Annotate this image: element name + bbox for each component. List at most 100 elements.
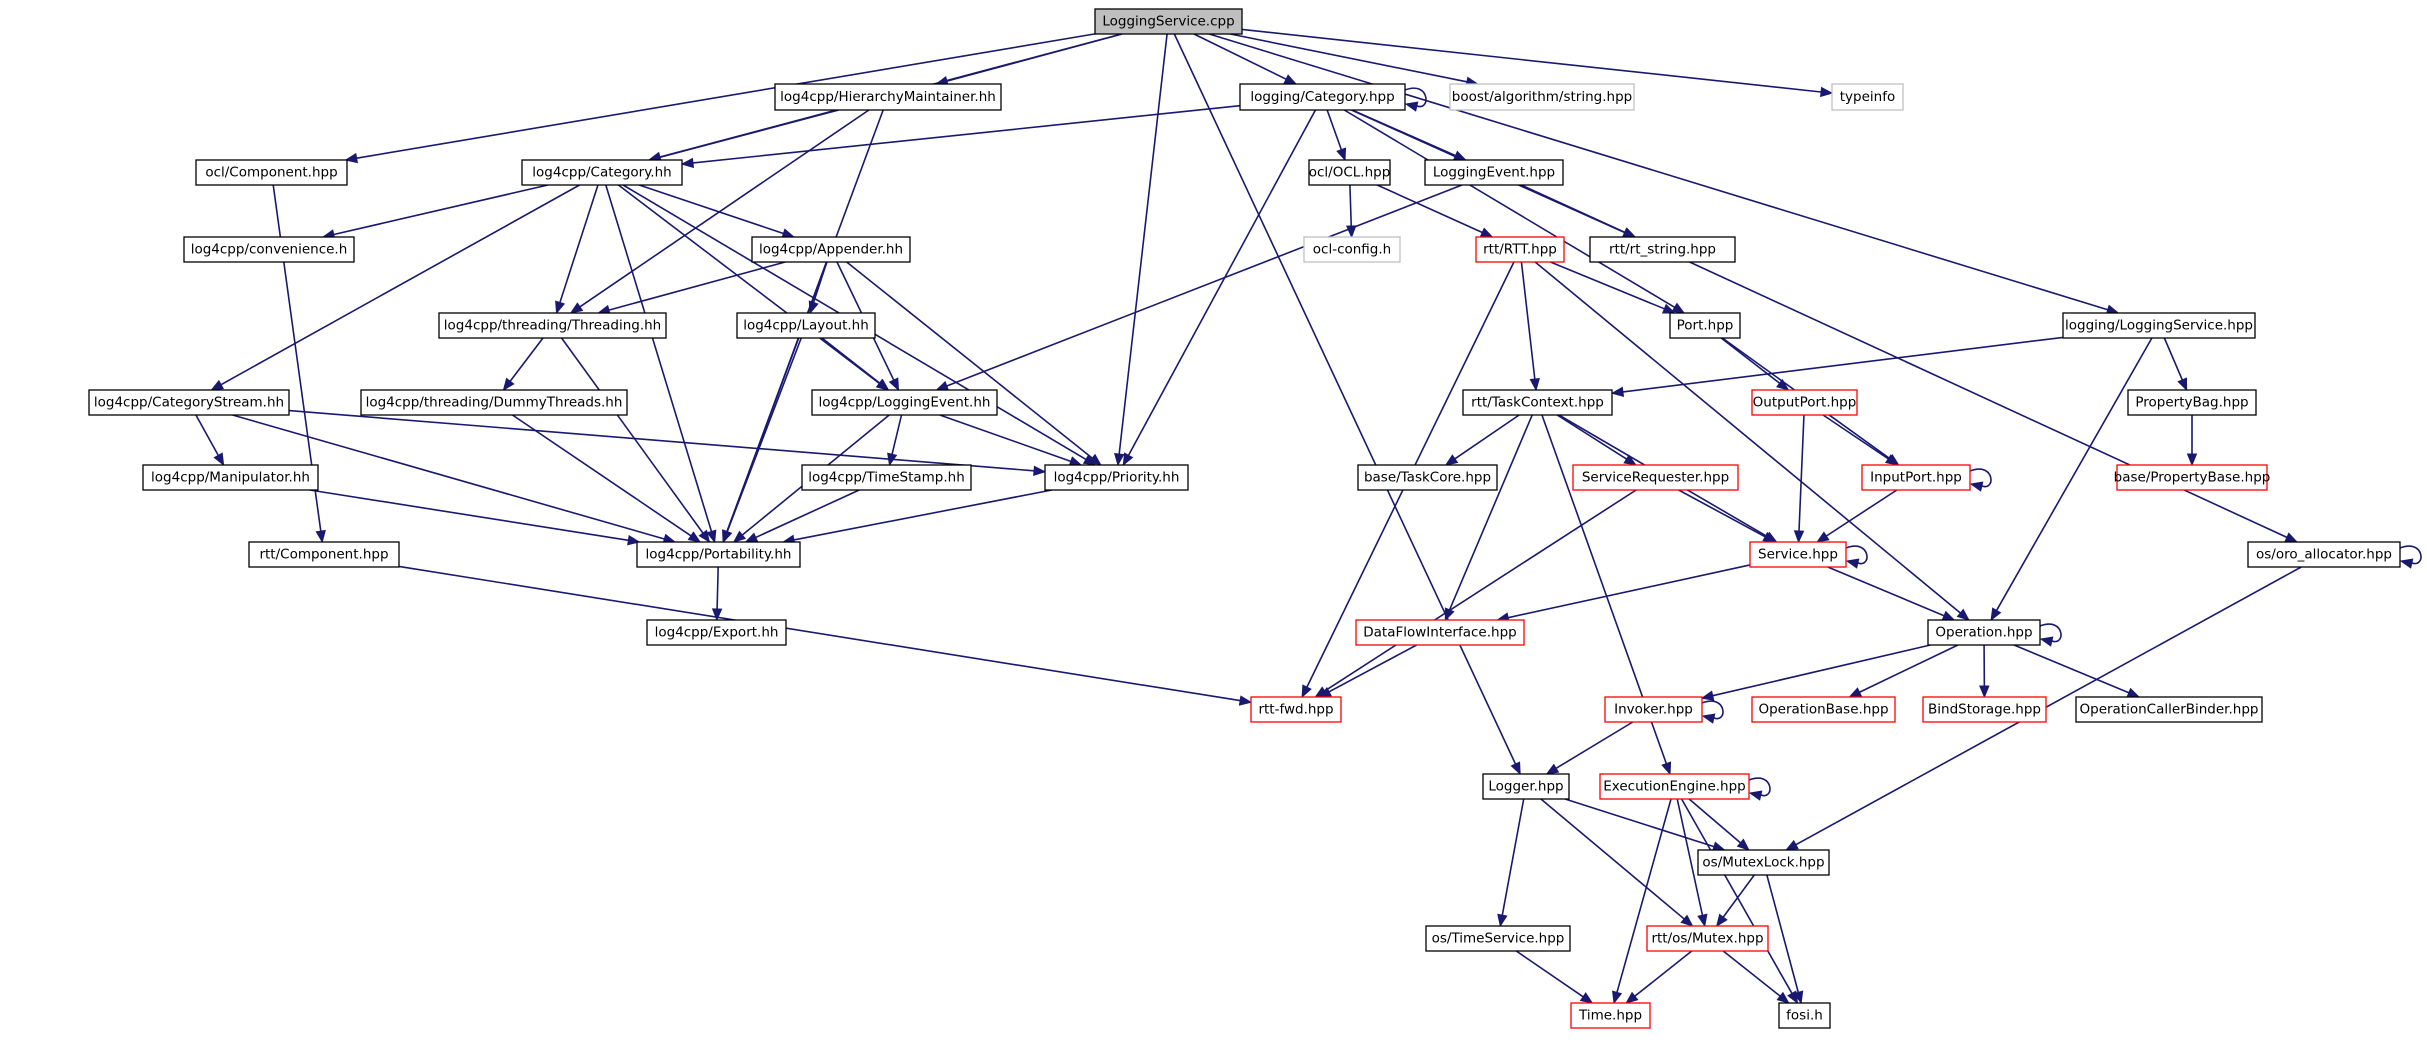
node-prio[interactable]: log4cpp/Priority.hh [1044,464,1189,491]
node-iport[interactable]: InputPort.hpp [1861,464,1971,491]
node-box[interactable] [1482,773,1570,800]
node-box[interactable] [88,389,290,416]
node-fwd[interactable]: rtt-fwd.hpp [1250,696,1342,723]
node-pbag[interactable]: PropertyBag.hpp [2127,389,2257,416]
node-box[interactable] [1751,696,1896,723]
node-box[interactable] [1927,619,2041,646]
node-app[interactable]: log4cpp/Appender.hh [751,236,911,263]
node-box[interactable] [2116,464,2268,491]
node-box[interactable] [2062,312,2256,339]
node-box[interactable] [1669,312,1741,339]
node-tctx[interactable]: rtt/TaskContext.hpp [1462,389,1613,416]
node-box[interactable] [774,83,1002,111]
node-box[interactable] [646,619,787,646]
node-exe[interactable]: ExecutionEngine.hpp [1599,773,1750,800]
node-box[interactable] [1599,773,1750,800]
node-box[interactable] [751,236,911,263]
node-box[interactable] [1697,849,1830,876]
node-box[interactable] [1308,159,1391,186]
node-box[interactable] [1570,1002,1651,1029]
node-box[interactable] [1778,1002,1831,1029]
node-box[interactable] [1424,159,1564,186]
node-rtthpp[interactable]: rtt/RTT.hpp [1475,236,1565,263]
node-box[interactable] [736,312,876,339]
node-oport[interactable]: OutputPort.hpp [1751,389,1858,416]
node-box[interactable] [1589,236,1736,263]
node-box[interactable] [195,159,348,186]
node-box[interactable] [1044,464,1189,491]
node-oclcomp[interactable]: ocl/Component.hpp [195,159,348,186]
node-mutex[interactable]: rtt/os/Mutex.hpp [1646,925,1769,952]
node-box[interactable] [1250,696,1342,723]
node-oclcfg[interactable]: ocl-config.h [1303,236,1401,263]
node-thr[interactable]: log4cpp/threading/Threading.hh [438,312,667,339]
node-lsvc[interactable]: logging/LoggingService.hpp [2062,312,2256,339]
node-box[interactable] [1604,696,1703,723]
node-typeinfo[interactable]: typeinfo [1831,83,1904,111]
node-logger[interactable]: Logger.hpp [1482,773,1570,800]
node-l4evt[interactable]: log4cpp/LoggingEvent.hh [811,389,998,416]
node-tsvc[interactable]: os/TimeService.hpp [1425,925,1571,952]
node-box[interactable] [1239,83,1406,111]
node-tcore[interactable]: base/TaskCore.hpp [1357,464,1498,491]
node-box[interactable] [1357,464,1498,491]
node-lay[interactable]: log4cpp/Layout.hh [736,312,876,339]
node-conv[interactable]: log4cpp/convenience.h [183,236,355,263]
node-box[interactable] [521,159,683,186]
node-pbase[interactable]: base/PropertyBase.hpp [2114,464,2271,491]
node-op[interactable]: Operation.hpp [1927,619,2041,646]
node-box[interactable] [360,389,628,416]
node-box[interactable] [1749,541,1847,568]
node-exp[interactable]: log4cpp/Export.hh [646,619,787,646]
node-box[interactable] [1355,619,1525,646]
node-box[interactable] [248,541,400,568]
node-fosi[interactable]: fosi.h [1778,1002,1831,1029]
node-box[interactable] [1831,83,1904,111]
node-dfi[interactable]: DataFlowInterface.hpp [1355,619,1525,646]
node-box[interactable] [2247,541,2401,568]
node-oro[interactable]: os/oro_allocator.hpp [2247,541,2401,568]
node-box[interactable] [2075,696,2263,723]
node-box[interactable] [183,236,355,263]
node-tstamp[interactable]: log4cpp/TimeStamp.hh [801,464,972,491]
node-manip[interactable]: log4cpp/Manipulator.hh [142,464,319,491]
node-box[interactable] [1094,8,1243,35]
node-rttcomp[interactable]: rtt/Component.hpp [248,541,400,568]
node-box[interactable] [811,389,998,416]
node-boost[interactable]: boost/algorithm/string.hpp [1449,83,1635,111]
node-box[interactable] [2127,389,2257,416]
node-box[interactable] [1449,83,1635,111]
node-box[interactable] [1425,925,1571,952]
node-box[interactable] [636,541,801,568]
node-box[interactable] [1922,696,2047,723]
node-box[interactable] [1303,236,1401,263]
node-box[interactable] [801,464,972,491]
node-box[interactable] [1572,464,1739,491]
node-lcat[interactable]: logging/Category.hpp [1239,83,1406,111]
node-inv[interactable]: Invoker.hpp [1604,696,1703,723]
node-cat[interactable]: log4cpp/Category.hh [521,159,683,186]
node-box[interactable] [1475,236,1565,263]
node-bind[interactable]: BindStorage.hpp [1922,696,2047,723]
node-box[interactable] [1861,464,1971,491]
node-mlock[interactable]: os/MutexLock.hpp [1697,849,1830,876]
node-hier[interactable]: log4cpp/HierarchyMaintainer.hh [774,83,1002,111]
node-port[interactable]: Port.hpp [1669,312,1741,339]
node-box[interactable] [438,312,667,339]
node-box[interactable] [142,464,319,491]
node-levt[interactable]: LoggingEvent.hpp [1424,159,1564,186]
node-box[interactable] [1751,389,1858,416]
node-oclocl[interactable]: ocl/OCL.hpp [1308,159,1391,186]
node-opbase[interactable]: OperationBase.hpp [1751,696,1896,723]
node-porta[interactable]: log4cpp/Portability.hh [636,541,801,568]
node-rtstr[interactable]: rtt/rt_string.hpp [1589,236,1736,263]
node-dthr[interactable]: log4cpp/threading/DummyThreads.hh [360,389,628,416]
node-sreq[interactable]: ServiceRequester.hpp [1572,464,1739,491]
node-time[interactable]: Time.hpp [1570,1002,1651,1029]
node-opcb[interactable]: OperationCallerBinder.hpp [2075,696,2263,723]
node-root[interactable]: LoggingService.cpp [1094,8,1243,35]
node-box[interactable] [1646,925,1769,952]
node-cstream[interactable]: log4cpp/CategoryStream.hh [88,389,290,416]
node-box[interactable] [1462,389,1613,416]
node-svc[interactable]: Service.hpp [1749,541,1847,568]
